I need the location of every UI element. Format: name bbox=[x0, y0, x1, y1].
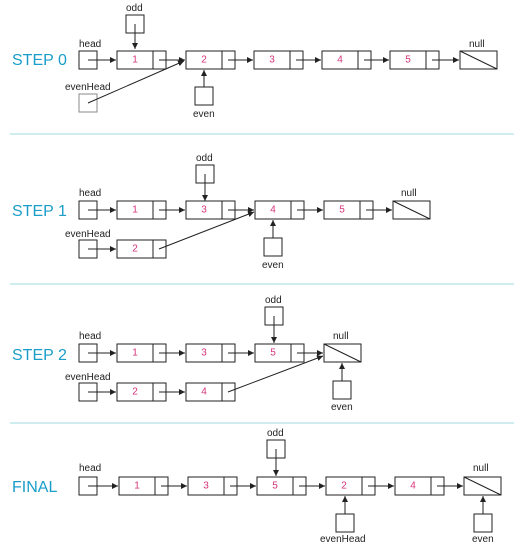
node-value: 4 bbox=[337, 55, 343, 66]
head-label: head bbox=[79, 188, 101, 199]
node-4: 4 bbox=[321, 50, 372, 70]
head-label: head bbox=[79, 331, 101, 342]
node-value: 2 bbox=[201, 55, 207, 66]
node-value: 5 bbox=[339, 205, 345, 216]
node-3: 3 bbox=[185, 200, 236, 220]
node-1: 1 bbox=[116, 200, 167, 220]
node-4: 4 bbox=[394, 476, 445, 496]
node-value: 5 bbox=[272, 481, 278, 492]
null-node bbox=[459, 50, 498, 70]
node-1: 1 bbox=[118, 476, 169, 496]
node-3: 3 bbox=[185, 343, 236, 363]
node-value: 2 bbox=[132, 244, 138, 255]
null-label: null bbox=[469, 39, 485, 50]
node-1: 1 bbox=[116, 343, 167, 363]
node-2: 2 bbox=[325, 476, 376, 496]
node-value: 1 bbox=[134, 481, 140, 492]
step-1: STEP 1 odd head evenHead 1 3 4 bbox=[12, 153, 431, 271]
step-0: STEP 0 odd head evenHead 1 2 3 bbox=[12, 3, 498, 120]
head-label: head bbox=[79, 39, 101, 50]
node-value: 3 bbox=[201, 348, 207, 359]
head-label: head bbox=[79, 463, 101, 474]
node-1: 1 bbox=[116, 50, 167, 70]
node-2: 2 bbox=[116, 239, 167, 259]
node-4: 4 bbox=[185, 382, 236, 402]
node-value: 3 bbox=[201, 205, 207, 216]
node-2: 2 bbox=[116, 382, 167, 402]
step-2: STEP 2 odd head evenHead 1 3 5 null bbox=[12, 295, 362, 413]
node-value: 4 bbox=[410, 481, 416, 492]
node-value: 3 bbox=[203, 481, 209, 492]
node-3: 3 bbox=[187, 476, 238, 496]
node-2: 2 bbox=[185, 50, 236, 70]
node-5: 5 bbox=[256, 476, 307, 496]
next-edge bbox=[227, 355, 324, 393]
even-pointer-box bbox=[194, 86, 214, 106]
evenhead-label: evenHead bbox=[320, 534, 366, 545]
even-pointer-box bbox=[263, 237, 283, 257]
evenhead-edge bbox=[87, 60, 185, 104]
node-value: 1 bbox=[132, 348, 138, 359]
node-value: 4 bbox=[201, 387, 207, 398]
node-5: 5 bbox=[323, 200, 374, 220]
node-4: 4 bbox=[254, 200, 305, 220]
odd-label: odd bbox=[126, 3, 143, 14]
even-label: even bbox=[262, 260, 284, 271]
even-label: even bbox=[331, 402, 353, 413]
even-pointer-box bbox=[332, 380, 352, 400]
even-label: even bbox=[193, 109, 215, 120]
null-label: null bbox=[473, 463, 489, 474]
even-label: even bbox=[472, 534, 494, 545]
node-5: 5 bbox=[254, 343, 305, 363]
evenhead-pointer-box bbox=[335, 513, 355, 533]
node-value: 3 bbox=[269, 55, 275, 66]
step-label: STEP 1 bbox=[12, 203, 67, 220]
node-value: 4 bbox=[270, 205, 276, 216]
odd-label: odd bbox=[265, 295, 282, 306]
node-value: 5 bbox=[405, 55, 411, 66]
node-value: 1 bbox=[132, 55, 138, 66]
null-label: null bbox=[333, 331, 349, 342]
null-node bbox=[323, 343, 362, 363]
step-label: FINAL bbox=[12, 479, 57, 496]
evenhead-label: evenHead bbox=[65, 372, 111, 383]
null-node bbox=[392, 200, 431, 220]
even-pointer-box bbox=[473, 513, 493, 533]
node-3: 3 bbox=[253, 50, 304, 70]
node-value: 1 bbox=[132, 205, 138, 216]
next-edge bbox=[158, 211, 255, 250]
odd-label: odd bbox=[196, 153, 213, 164]
node-value: 2 bbox=[132, 387, 138, 398]
evenhead-label: evenHead bbox=[65, 82, 111, 93]
final-step: FINAL odd head 1 3 5 2 bbox=[12, 428, 502, 545]
odd-label: odd bbox=[267, 428, 284, 439]
null-node bbox=[463, 476, 502, 496]
null-label: null bbox=[401, 188, 417, 199]
step-label: STEP 2 bbox=[12, 347, 67, 364]
evenhead-label: evenHead bbox=[65, 229, 111, 240]
node-value: 5 bbox=[270, 348, 276, 359]
step-label: STEP 0 bbox=[12, 52, 67, 69]
node-value: 2 bbox=[341, 481, 347, 492]
node-5: 5 bbox=[389, 50, 440, 70]
